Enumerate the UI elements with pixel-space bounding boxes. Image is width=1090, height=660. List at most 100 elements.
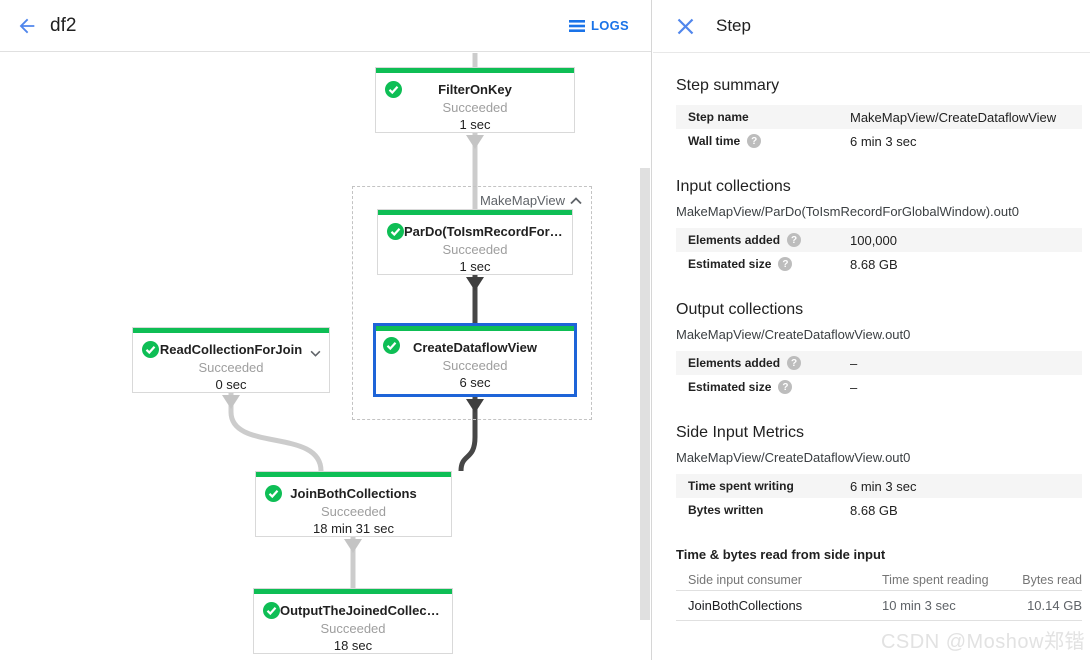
kv-label: Elements added (688, 356, 781, 370)
table-header-row: Side input consumer Time spent reading B… (676, 569, 1082, 591)
col-header: Bytes read (1022, 572, 1082, 587)
logs-label: LOGS (590, 18, 629, 33)
success-check-icon (383, 337, 400, 354)
step-detail-body: Step summary Step name MakeMapView/Creat… (653, 53, 1090, 621)
kv-value: MakeMapView/CreateDataflowView (850, 109, 1057, 125)
status-bar (376, 326, 574, 331)
kv-row-elements-added: Elements added ? – (676, 351, 1082, 375)
kv-value: 6 min 3 sec (850, 478, 917, 494)
col-header: Time spent reading (882, 572, 989, 587)
col-header: Side input consumer (688, 572, 802, 587)
help-icon[interactable]: ? (787, 356, 802, 370)
kv-value: 100,000 (850, 232, 897, 248)
kv-row-elements-added: Elements added ? 100,000 (676, 228, 1082, 252)
table-row: JoinBothCollections 10 min 3 sec 10.14 G… (676, 591, 1082, 621)
kv-value: 6 min 3 sec (850, 133, 917, 149)
watermark-text: CSDN @Moshow郑锴 (880, 631, 1085, 653)
help-icon[interactable]: ? (778, 257, 793, 271)
node-filteronkey[interactable]: FilterOnKey Succeeded 1 sec (375, 67, 575, 133)
kv-row-estimated-size: Estimated size ? – (676, 375, 1082, 399)
section-heading: Side Input Metrics (676, 424, 805, 441)
node-outputthejoinedcollection[interactable]: OutputTheJoinedCollec… Succeeded 18 sec (253, 588, 453, 654)
node-title: OutputTheJoinedCollec… (280, 603, 440, 618)
node-createdataflowview-selected[interactable]: CreateDataflowView Succeeded 6 sec (373, 323, 577, 397)
kv-label: Elements added (688, 233, 781, 247)
kv-value: – (850, 379, 858, 395)
node-status: Succeeded (320, 504, 387, 519)
job-header: df2 LOGS (0, 0, 651, 52)
kv-label: Time spent writing (688, 479, 794, 493)
node-title: CreateDataflowView (412, 340, 538, 355)
section-side-input-metrics: Side Input Metrics MakeMapView/CreateDat… (676, 424, 1082, 522)
success-check-icon (387, 223, 404, 240)
success-check-icon (385, 81, 402, 98)
side-input-table: Side input consumer Time spent reading B… (676, 569, 1082, 621)
chevron-up-icon (570, 196, 582, 204)
output-collection-name: MakeMapView/CreateDataflowView.out0 (676, 327, 911, 342)
close-icon (677, 18, 693, 34)
job-title: df2 (50, 14, 77, 36)
node-status: Succeeded (442, 358, 508, 373)
kv-row-estimated-size: Estimated size ? 8.68 GB (676, 252, 1082, 276)
node-pardo-toismrecord[interactable]: ParDo(ToIsmRecordFor… Succeeded 1 sec (377, 209, 573, 275)
panel-title: Step (716, 16, 751, 35)
help-icon[interactable]: ? (747, 134, 762, 148)
kv-value: – (850, 355, 858, 371)
section-heading: Input collections (676, 178, 791, 195)
step-panel-header: Step (653, 0, 1090, 53)
node-title: ReadCollectionForJoin (159, 342, 303, 357)
logs-list-icon (568, 19, 585, 32)
node-title: ParDo(ToIsmRecordFor… (404, 224, 563, 239)
kv-row-time-spent-writing: Time spent writing 6 min 3 sec (676, 474, 1082, 498)
kv-value: 8.68 GB (850, 502, 898, 518)
node-expand-chevron-down-icon[interactable] (310, 344, 321, 362)
node-time: 1 sec (459, 117, 491, 132)
arrow-left-icon (19, 18, 35, 33)
cell-time-reading: 10 min 3 sec (882, 598, 956, 613)
graph-panel: MakeMapView FilterOnKey Succeeded 1 sec (0, 0, 652, 660)
node-title: FilterOnKey (438, 82, 512, 97)
section-step-summary: Step summary Step name MakeMapView/Creat… (676, 77, 1082, 153)
kv-label: Step name (688, 110, 749, 124)
status-bar (256, 472, 451, 477)
pipeline-graph: MakeMapView FilterOnKey Succeeded 1 sec (132, 53, 592, 654)
help-icon[interactable]: ? (787, 233, 802, 247)
back-button[interactable] (10, 9, 44, 43)
node-status: Succeeded (320, 621, 386, 636)
status-bar (378, 210, 572, 215)
group-label: MakeMapView (479, 193, 565, 208)
node-status: Succeeded (442, 242, 508, 257)
node-joinbothcollections[interactable]: JoinBothCollections Succeeded 18 min 31 … (255, 471, 452, 537)
status-bar (376, 68, 574, 73)
node-readcollectionforjoin[interactable]: ReadCollectionForJoin Succeeded 0 sec (132, 327, 330, 393)
graph-scrollbar-thumb[interactable] (640, 168, 650, 620)
kv-value: 8.68 GB (850, 256, 898, 272)
logs-button[interactable]: LOGS (568, 18, 629, 33)
help-icon[interactable]: ? (778, 380, 793, 394)
kv-label: Estimated size (688, 380, 772, 394)
node-title: JoinBothCollections (290, 486, 417, 501)
kv-label: Bytes written (688, 503, 764, 517)
section-side-input-table: Time & bytes read from side input Side i… (676, 547, 1082, 621)
input-collection-name: MakeMapView/ParDo(ToIsmRecordForGlobalWi… (676, 204, 1019, 219)
section-heading: Output collections (676, 301, 804, 318)
status-bar (133, 328, 329, 333)
node-status: Succeeded (198, 360, 264, 375)
group-collapse-toggle[interactable]: MakeMapView (480, 193, 582, 208)
table-heading: Time & bytes read from side input (676, 547, 886, 562)
section-heading: Step summary (676, 77, 780, 94)
cell-bytes-read: 10.14 GB (1027, 598, 1082, 613)
node-status: Succeeded (442, 100, 508, 115)
node-time: 18 sec (333, 638, 373, 653)
kv-row-wall-time: Wall time ? 6 min 3 sec (676, 129, 1082, 153)
success-check-icon (265, 485, 282, 502)
success-check-icon (263, 602, 280, 619)
status-bar (254, 589, 452, 594)
step-detail-panel: Step Step summary Step name MakeMapView/… (653, 0, 1090, 660)
close-button[interactable] (670, 11, 700, 41)
kv-row-bytes-written: Bytes written 8.68 GB (676, 498, 1082, 522)
cell-consumer: JoinBothCollections (688, 598, 803, 613)
kv-label: Wall time (688, 134, 741, 148)
side-input-collection-name: MakeMapView/CreateDataflowView.out0 (676, 450, 911, 465)
